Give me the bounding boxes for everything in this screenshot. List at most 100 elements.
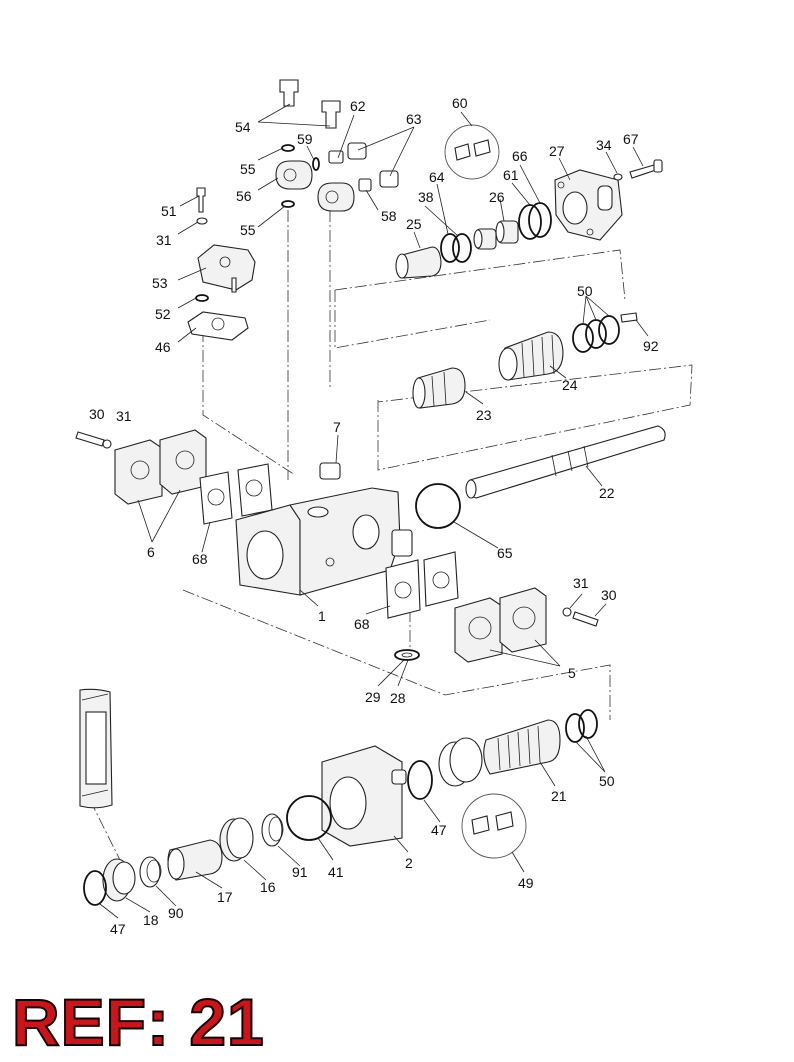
oring-65 — [415, 483, 461, 529]
callout-60: 60 — [452, 95, 468, 111]
screw-34-67 — [613, 159, 663, 181]
callout-67: 67 — [623, 131, 639, 147]
oring-47-lower — [83, 870, 107, 906]
callout-52: 52 — [155, 306, 171, 322]
oring-47-upper — [407, 760, 433, 800]
callout-21: 21 — [551, 788, 567, 804]
callout-24: 24 — [562, 377, 578, 393]
piston-25 — [395, 246, 442, 279]
callout-53: 53 — [152, 275, 168, 291]
callout-31-left: 31 — [116, 408, 132, 424]
housing-2 — [321, 745, 407, 847]
orings-61-66 — [518, 202, 552, 240]
callout-27: 27 — [549, 143, 565, 159]
callout-66: 66 — [512, 148, 528, 164]
callout-65: 65 — [497, 545, 513, 561]
seal-rings-49 — [438, 737, 483, 787]
leader-lines — [99, 103, 649, 919]
callout-46: 46 — [155, 339, 171, 355]
seal-91 — [261, 813, 284, 847]
valve-cover-53 — [197, 244, 256, 293]
callout-34: 34 — [596, 137, 612, 153]
banjo-fittings — [275, 160, 355, 212]
callout-92: 92 — [643, 338, 659, 354]
callout-23: 23 — [476, 407, 492, 423]
detail-bubble-49 — [461, 793, 527, 859]
callout-50-lower: 50 — [599, 773, 615, 789]
callout-31-right: 31 — [573, 575, 589, 591]
callout-1: 1 — [318, 608, 326, 624]
oring-41 — [286, 795, 332, 841]
spool-21 — [483, 719, 561, 775]
oring-52 — [195, 294, 209, 302]
sleeve-24 — [498, 331, 564, 381]
pilot-covers-6 — [114, 429, 207, 505]
gasket-46 — [187, 311, 249, 341]
callout-31-upper: 31 — [156, 232, 172, 248]
sleeve-23 — [412, 367, 466, 409]
bolt-51 — [196, 187, 208, 225]
orings-50-lower — [565, 709, 598, 743]
callout-38: 38 — [418, 189, 434, 205]
detail-bubble-60 — [444, 124, 500, 180]
callout-5: 5 — [568, 665, 576, 681]
reference-label: REF: 21 — [11, 984, 265, 1060]
valve-body-1 — [235, 487, 413, 596]
callout-26: 26 — [489, 189, 505, 205]
callout-47-lower: 47 — [110, 921, 126, 937]
adapter-fittings — [328, 142, 399, 192]
callout-25: 25 — [406, 216, 422, 232]
callout-68-right: 68 — [354, 616, 370, 632]
callout-41: 41 — [328, 864, 344, 880]
screw-30-31-right — [562, 607, 599, 627]
seal-cross-section-inset — [79, 688, 113, 809]
pin-92 — [620, 312, 638, 323]
callout-91: 91 — [292, 864, 308, 880]
spool-parts-26 — [473, 220, 519, 250]
retainer-18 — [102, 858, 136, 902]
callout-49: 49 — [518, 875, 534, 891]
callout-58: 58 — [381, 208, 397, 224]
callout-56: 56 — [236, 188, 252, 204]
callout-17: 17 — [217, 889, 233, 905]
sleeve-17 — [167, 839, 223, 881]
orings-50-upper — [572, 315, 620, 353]
callout-7: 7 — [333, 419, 341, 435]
callout-64: 64 — [429, 169, 445, 185]
callout-51: 51 — [161, 203, 177, 219]
bushing-16 — [219, 817, 254, 862]
callout-22: 22 — [599, 485, 615, 501]
end-cap-27 — [554, 169, 623, 241]
pilot-covers-5 — [454, 587, 547, 663]
orings-64-38 — [440, 233, 472, 263]
callout-29: 29 — [365, 689, 381, 705]
plug-7 — [319, 462, 341, 480]
callout-90: 90 — [168, 905, 184, 921]
callout-54: 54 — [235, 119, 251, 135]
callout-59: 59 — [297, 131, 313, 147]
callout-55: 55 — [240, 161, 256, 177]
callout-30-left: 30 — [89, 406, 105, 422]
callout-2: 2 — [405, 855, 413, 871]
screw-30-31-left — [75, 431, 112, 449]
callout-47-upper: 47 — [431, 822, 447, 838]
callout-30-right: 30 — [601, 587, 617, 603]
seal-90 — [139, 856, 162, 888]
washers-28-29 — [394, 649, 420, 661]
callout-63: 63 — [406, 111, 422, 127]
callout-6: 6 — [147, 544, 155, 560]
callout-55-lower: 55 — [240, 222, 256, 238]
callout-50-upper: 50 — [577, 283, 593, 299]
callout-62: 62 — [350, 98, 366, 114]
callout-18: 18 — [143, 912, 159, 928]
small-orings-top — [281, 144, 320, 208]
callout-labels: 54 62 63 60 59 55 56 58 55 51 31 53 52 4… — [89, 95, 659, 937]
callout-16: 16 — [260, 879, 276, 895]
shaft-22 — [465, 425, 666, 499]
callout-28: 28 — [390, 690, 406, 706]
hollow-bolts — [279, 79, 341, 129]
callout-68-left: 68 — [192, 551, 208, 567]
callout-61: 61 — [503, 167, 519, 183]
gaskets-68-right — [385, 551, 459, 619]
